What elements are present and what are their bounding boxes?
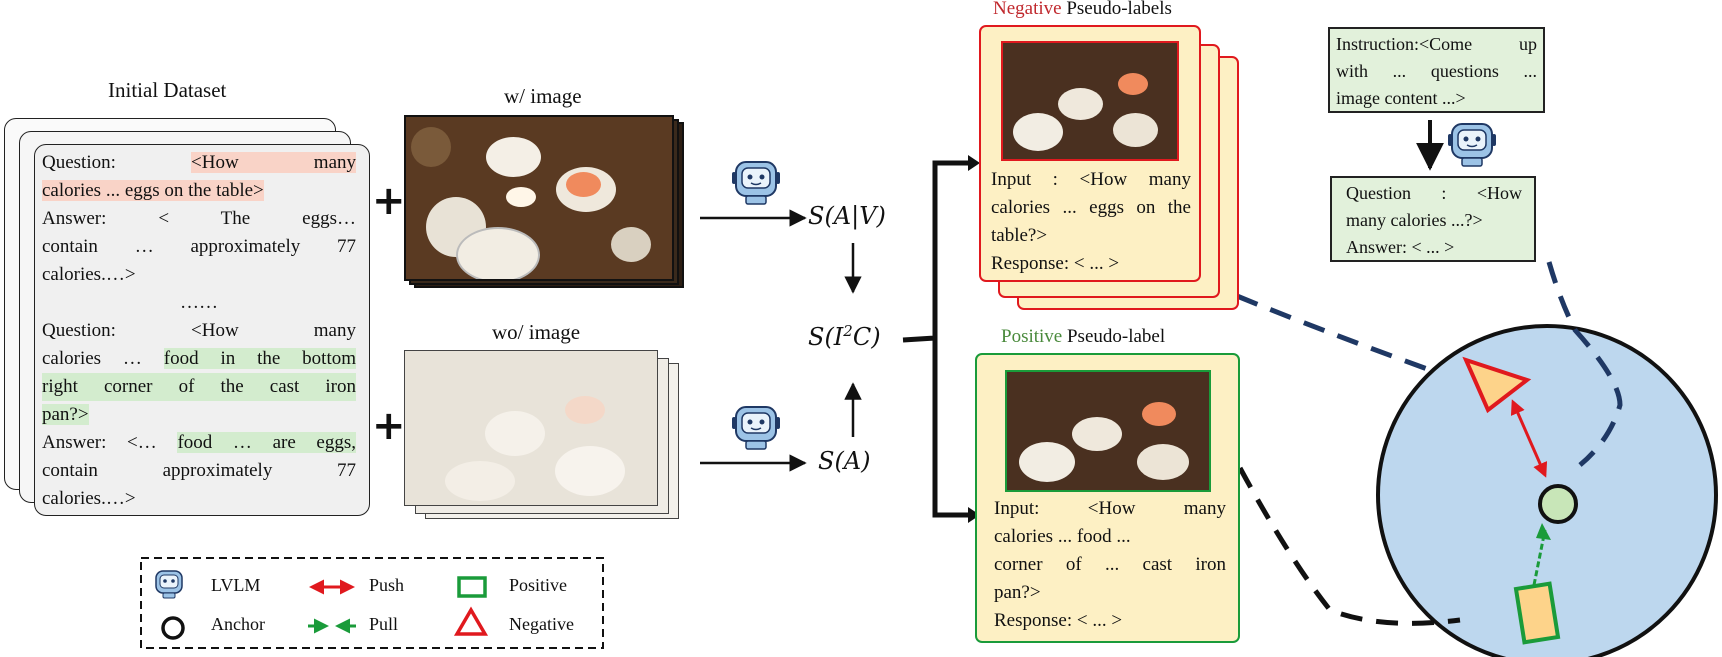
negative-input-line3: table?> (991, 225, 1048, 246)
generated-line1: Question : <How (1346, 183, 1522, 203)
a2-line1: Answer: <… food … are eggs, (42, 432, 357, 453)
instruction-box: Instruction:<Come up with ... questions … (1328, 27, 1545, 113)
instruction-line1: Instruction:<Come up (1336, 34, 1537, 54)
a1-line2: contain … approximately 77 (42, 236, 356, 257)
ellipsis: …… (180, 292, 218, 313)
q2-line1: Question: <How many (42, 320, 356, 341)
positive-input-line4: pan?> (994, 582, 1041, 603)
positive-response: Response: < ... > (994, 610, 1123, 631)
legend-triangle-icon (453, 606, 489, 636)
q1-line2: calories ... eggs on the table> (42, 180, 264, 201)
legend-pull: Pull (369, 614, 399, 634)
generated-qa-box: Question : <How many calories ...?> Answ… (1330, 176, 1536, 262)
legend-anchor: Anchor (211, 614, 265, 634)
robot-icon (732, 161, 780, 205)
negative-food-photo (1001, 41, 1179, 161)
score-i2c: S(I2C) (808, 322, 881, 351)
score-a-given-v: S(A|V) (808, 202, 886, 230)
negative-response: Response: < ... > (991, 253, 1120, 274)
plus-sign-bottom: + (372, 403, 406, 449)
positive-food-photo (1005, 370, 1211, 492)
positive-input-line2: calories ... food ... (994, 526, 1131, 547)
negative-dashed-link (1236, 293, 1431, 373)
a2-line2: contain approximately 77 (42, 460, 356, 481)
q2-line2: calories … food in the bottom (42, 348, 357, 369)
without-image-label: wo/ image (492, 320, 581, 344)
pull-arrow-line (1532, 529, 1547, 586)
positive-input-line1: Input: <How many (994, 498, 1226, 519)
a1-line1: Answer: < The eggs… (42, 208, 356, 229)
q1-line1: Question: <How many (42, 152, 357, 173)
negative-card: Input : <How many calories ... eggs on t… (979, 25, 1201, 282)
legend-positive: Positive (509, 575, 568, 595)
legend-circle-icon (161, 616, 185, 640)
anchor-circle (1538, 484, 1578, 524)
branch-lower (932, 338, 972, 518)
positive-input-line3: corner of ... cast iron (994, 554, 1226, 575)
positive-rectangle (1513, 581, 1561, 645)
generated-line2: many calories ...?> (1346, 210, 1483, 230)
positive-title: Positive Pseudo-label (1001, 326, 1166, 347)
score-a: S(A) (818, 447, 871, 475)
generated-line3: Answer: < ... > (1346, 237, 1455, 257)
dataset-title: Initial Dataset (108, 78, 227, 102)
legend-lvlm: LVLM (211, 575, 261, 595)
instruction-line3: image content ...> (1336, 88, 1466, 108)
generated-dashed-link (1546, 261, 1623, 467)
dataset-card: Question: <How many calories ... eggs on… (34, 144, 370, 516)
with-image-label: w/ image (504, 84, 582, 108)
branch-upper (902, 160, 972, 343)
negative-triangle (1462, 356, 1532, 414)
negative-input-line1: Input : <How many (991, 169, 1191, 190)
legend-robot-icon (155, 570, 183, 599)
legend-negative: Negative (509, 614, 574, 634)
faded-food-photo (404, 350, 658, 506)
push-arrow (1510, 399, 1548, 478)
positive-dashed-link (1237, 466, 1461, 626)
negative-input-line2: calories ... eggs on the (991, 197, 1191, 218)
legend-push: Push (369, 575, 405, 595)
negative-title: Negative Pseudo-labels (993, 0, 1172, 19)
legend-border (140, 557, 604, 649)
a2-line3: calories.…> (42, 488, 136, 509)
robot-icon (1448, 123, 1496, 167)
instruction-line2: with ... questions ... (1336, 61, 1537, 81)
positive-card: Input: <How many calories ... food ... c… (975, 353, 1240, 643)
a1-line3: calories.…> (42, 264, 136, 285)
robot-icon (732, 406, 780, 450)
legend-square-icon (457, 576, 487, 598)
q2-line3: right corner of the cast iron (42, 373, 356, 401)
plus-sign-top: + (372, 178, 406, 224)
food-photo (404, 115, 674, 281)
q2-line4: pan?> (42, 404, 89, 425)
